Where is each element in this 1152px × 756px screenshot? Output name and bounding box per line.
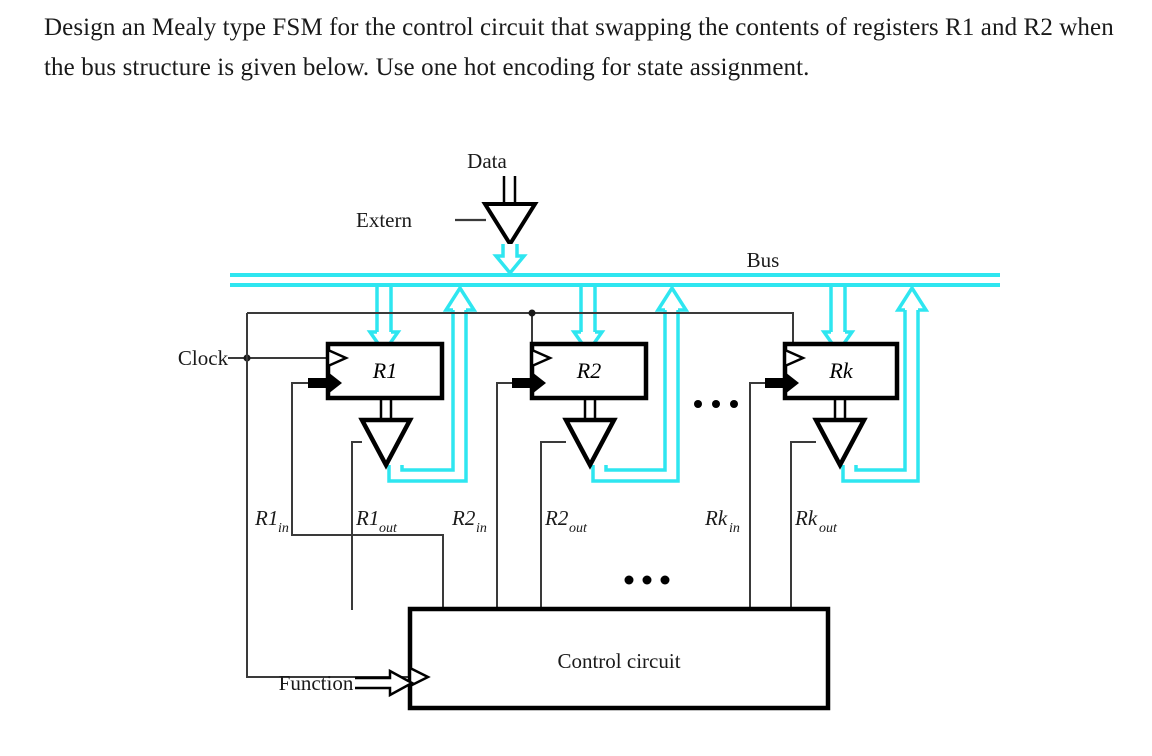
register-r1-box (325, 341, 445, 401)
data-tristate-buffer-icon (481, 202, 539, 248)
data-input-buffer-group (455, 176, 539, 276)
register-rk-clock-input-icon (783, 348, 807, 368)
register-r2-box (529, 341, 649, 401)
signal-label-r2-in-base: R2 (451, 506, 476, 530)
register-r1-clock-input-icon (326, 348, 350, 368)
signal-label-rk-in: Rk in (704, 506, 740, 536)
r2-in-control-wire (496, 382, 512, 610)
register-r2-clock-input-icon (530, 348, 554, 368)
signal-label-rk-out: Rk out (794, 506, 838, 536)
control-lines-ellipsis (624, 575, 670, 585)
control-circuit-box (407, 606, 831, 711)
bus-label: Bus (747, 248, 780, 272)
register-r2-label: R2 (576, 358, 601, 383)
bus-structure-diagram: Data Extern Bus (0, 120, 1152, 756)
register-r2-load-arrow-icon (512, 372, 546, 394)
r1-out-control-wire (351, 441, 362, 610)
control-circuit-label: Control circuit (557, 649, 680, 673)
rk-in-control-wire (749, 382, 765, 610)
signal-label-r2-in: R2 in (451, 506, 487, 536)
register-r1-label: R1 (372, 358, 397, 383)
function-arrow-icon (355, 668, 415, 698)
signal-label-r1-in-sub: in (278, 521, 289, 536)
signal-label-rk-in-base: Rk (704, 506, 728, 530)
signal-label-r1-out-sub: out (379, 521, 398, 536)
signal-label-r2-in-sub: in (476, 521, 487, 536)
signal-label-r1-in: R1 in (254, 506, 289, 536)
rk-out-control-wire (790, 441, 816, 610)
signal-label-r1-out-base: R1 (355, 506, 379, 530)
signal-label-r1-in-base: R1 (254, 506, 278, 530)
data-label: Data (467, 149, 507, 173)
question-line-2: R2 when the bus structure is given below… (44, 14, 1114, 81)
signal-label-r2-out-sub: out (569, 521, 588, 536)
r1-out-to-bus-path (387, 284, 478, 483)
control-circuit-group: Control circuit (407, 606, 831, 711)
signal-label-r2-out-base: R2 (544, 506, 569, 530)
r1-in-control-wire (291, 382, 444, 610)
register-rk-output-buffer-icon (812, 417, 868, 470)
function-input-group (355, 668, 415, 698)
question-line-1: Design an Mealy type FSM for the control… (44, 14, 1018, 41)
r2-out-to-bus-path (591, 284, 690, 483)
r2-clock-junction-dot (528, 309, 536, 317)
diagram-svg: Data Extern Bus (178, 149, 1000, 711)
register-r2-group: R2 (512, 341, 649, 470)
register-r1-group: R1 (308, 341, 445, 470)
signal-label-r2-out: R2 out (544, 506, 588, 536)
register-r1-load-arrow-icon (308, 372, 342, 394)
register-rk-group: Rk (765, 341, 900, 470)
extern-label: Extern (356, 208, 412, 232)
register-r1-output-buffer-icon (358, 417, 414, 470)
data-to-bus-arrow-icon (492, 244, 528, 276)
clock-label: Clock (178, 346, 229, 370)
function-label: Function (279, 671, 354, 695)
r2-out-control-wire (540, 441, 566, 610)
registers-ellipsis (694, 400, 738, 408)
signal-label-rk-out-base: Rk (794, 506, 818, 530)
signal-label-rk-in-sub: in (729, 521, 740, 536)
signal-label-r1-out: R1 out (355, 506, 398, 536)
register-rk-box (782, 341, 900, 401)
control-circuit-clock-input-icon (408, 665, 431, 689)
register-rk-load-arrow-icon (765, 372, 799, 394)
register-r2-output-buffer-icon (562, 417, 618, 470)
bus-lines (230, 273, 1000, 287)
rk-out-to-bus-path (841, 284, 930, 483)
question-prompt: Design an Mealy type FSM for the control… (44, 8, 1124, 88)
register-rk-label: Rk (828, 358, 853, 383)
signal-label-rk-out-sub: out (819, 521, 838, 536)
